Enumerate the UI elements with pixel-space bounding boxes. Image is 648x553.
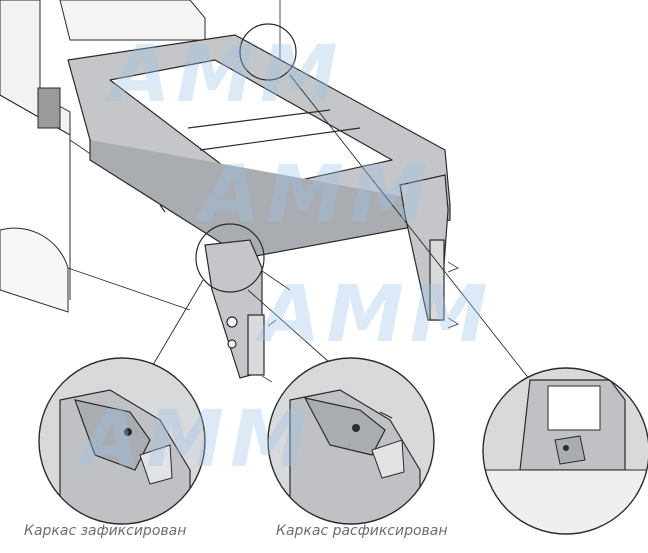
left-leg (204, 239, 265, 379)
caption-locked: Каркас зафиксирован (24, 523, 187, 539)
detail-locked (38, 357, 206, 525)
right-leg (399, 174, 449, 321)
pointer-arrows (261, 261, 460, 383)
left-detail-highlight (195, 223, 265, 293)
detail-bracket (482, 367, 648, 535)
caption-unlocked: Каркас расфиксирован (276, 523, 448, 539)
pullout-frame (67, 34, 451, 259)
top-detail-highlight (239, 23, 297, 81)
leader-lines (149, 74, 531, 381)
cabinet (0, 0, 291, 313)
detail-unlocked (267, 357, 435, 525)
